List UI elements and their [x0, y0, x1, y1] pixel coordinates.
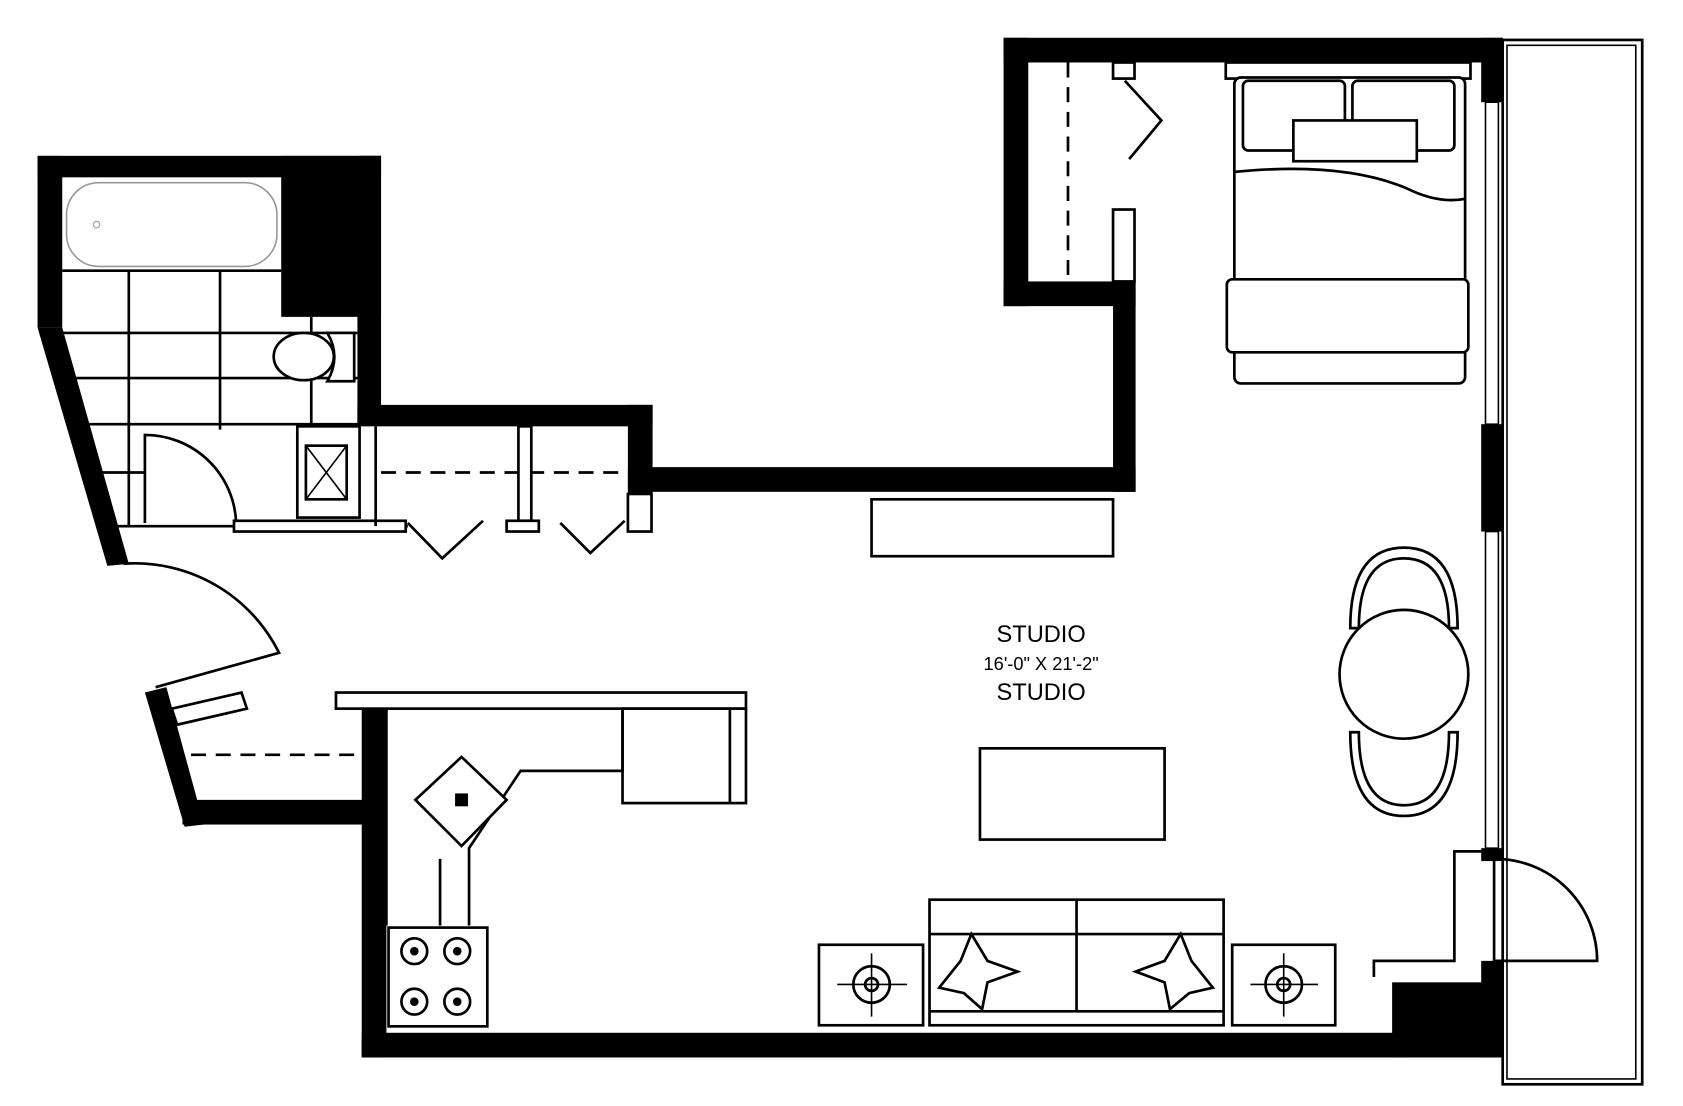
windows-balcony — [1484, 38, 1644, 1086]
tv-console — [870, 497, 1115, 558]
bathroom-door — [143, 433, 238, 523]
closet — [374, 425, 653, 561]
room-dimensions: 16'-0" X 21'-2" — [984, 653, 1099, 674]
fridge — [621, 707, 748, 805]
doors — [123, 561, 1599, 977]
entry-door — [123, 561, 281, 689]
bathtub — [65, 181, 278, 268]
walls — [37, 37, 1503, 1058]
dining-area — [1338, 546, 1470, 818]
toilet — [272, 331, 336, 382]
coffee-table — [978, 747, 1166, 841]
dining-table — [1338, 608, 1470, 741]
kitchen — [169, 690, 748, 1028]
bedroom-area — [1066, 61, 1472, 385]
balcony-door — [1372, 850, 1599, 977]
room-name: STUDIO — [997, 622, 1086, 648]
living-area — [817, 497, 1337, 1027]
room-name-repeat: STUDIO — [997, 680, 1086, 706]
bathroom — [62, 181, 408, 533]
